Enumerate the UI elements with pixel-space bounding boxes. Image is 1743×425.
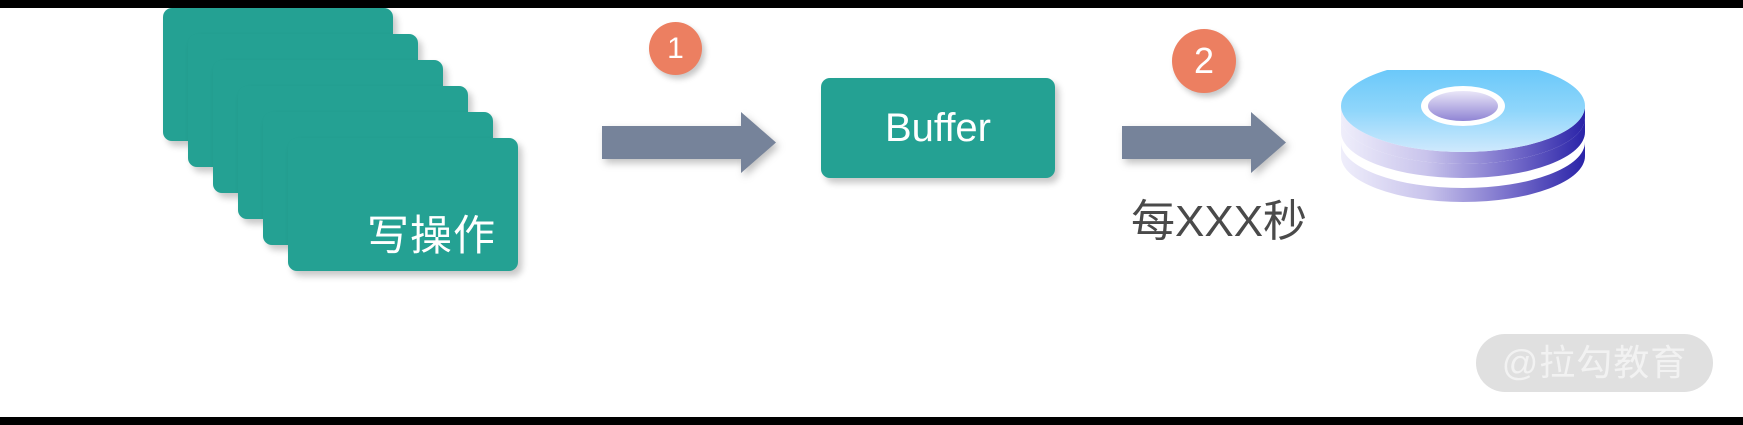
step-badge-1: 1 bbox=[649, 22, 702, 75]
write-operations-card-stack: 写操作 bbox=[163, 8, 518, 271]
arrow-buffer-to-disk bbox=[1122, 112, 1286, 173]
write-operation-card-front: 写操作 bbox=[288, 138, 518, 271]
database-disk-stack-icon bbox=[1335, 70, 1591, 210]
watermark-badge: @拉勾教育 bbox=[1476, 334, 1713, 392]
step-badge-2: 2 bbox=[1172, 29, 1236, 93]
write-operations-label: 写操作 bbox=[366, 212, 496, 259]
letterbox-bar-top bbox=[0, 0, 1743, 8]
watermark-text: @拉勾教育 bbox=[1501, 342, 1688, 383]
flush-interval-label: 每XXX秒 bbox=[1131, 197, 1308, 246]
step-badge-1-number: 1 bbox=[667, 31, 684, 65]
letterbox-bar-bottom bbox=[0, 417, 1743, 425]
buffer-node: Buffer bbox=[821, 78, 1055, 178]
buffer-label: Buffer bbox=[885, 106, 991, 150]
step-badge-2-number: 2 bbox=[1193, 40, 1215, 81]
arrow-write-to-buffer bbox=[602, 112, 776, 173]
